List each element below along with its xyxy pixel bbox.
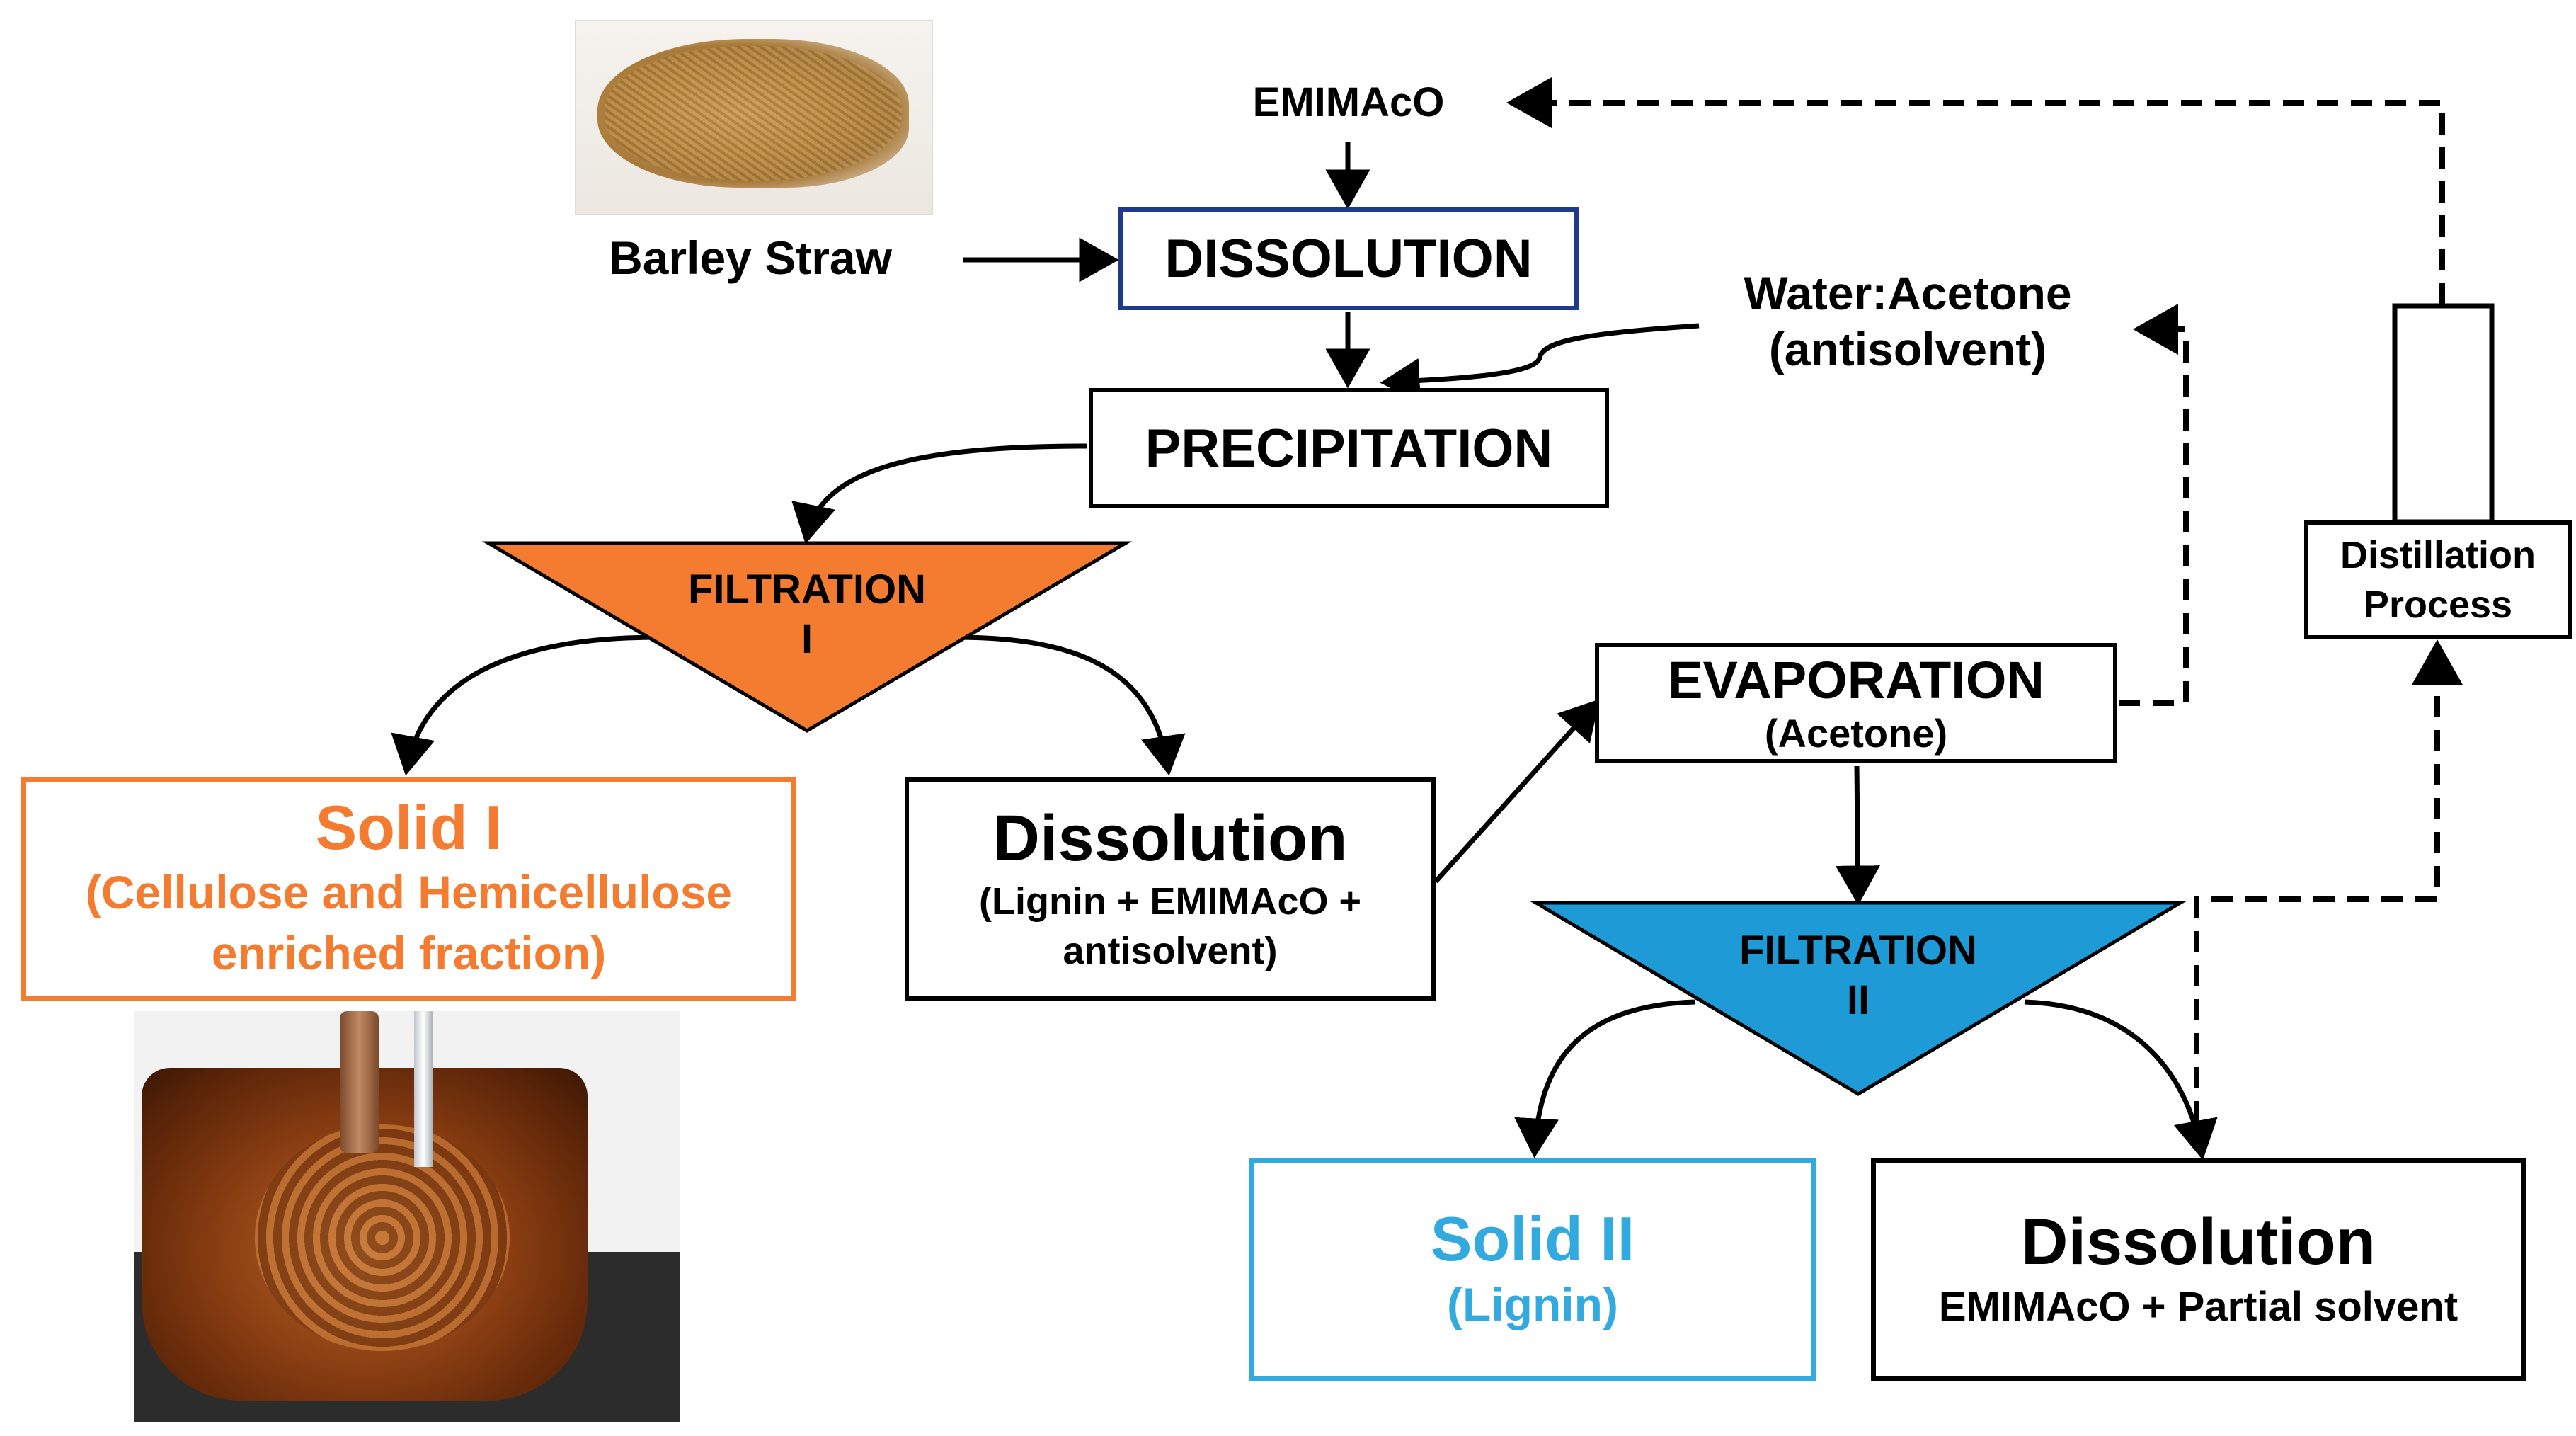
arrow-evaporation-to-filtration2 xyxy=(1836,765,1881,906)
solid-one-title: Solid I xyxy=(315,792,503,863)
evaporation-box: EVAPORATION (Acetone) xyxy=(1595,643,2117,763)
dissolution-partial-solvent-sub: EMIMAcO + Partial solvent xyxy=(1938,1283,2458,1330)
reactor-fibers xyxy=(255,1124,510,1351)
solid-two-box: Solid II (Lignin) xyxy=(1249,1158,1816,1381)
barley-straw-photo xyxy=(575,20,933,215)
recycle-line-acetone xyxy=(2119,304,2189,706)
solid-two-title: Solid II xyxy=(1430,1204,1635,1274)
stirrer-shaft xyxy=(340,1011,379,1153)
filtration-1-triangle xyxy=(481,541,1133,733)
arrow-dissolution-to-evaporation xyxy=(1433,699,1601,884)
solid-one-line2: enriched fraction) xyxy=(211,926,607,979)
distillation-line1: Distillation xyxy=(2340,533,2536,576)
distillation-process-box: Distillation Process xyxy=(2304,520,2572,639)
emimaco-label: EMIMAcO xyxy=(1252,79,1445,125)
filtration-1-line2: I xyxy=(801,615,813,662)
dissolution-liquor-box: Dissolution (Lignin + EMIMAcO + antisolv… xyxy=(905,777,1436,1001)
recycle-line-emimaco xyxy=(1506,77,2445,304)
dissolution-partial-solvent-title: Dissolution xyxy=(2021,1205,2376,1278)
glass-rod xyxy=(414,1011,433,1167)
precipitation-box-label: PRECIPITATION xyxy=(1145,418,1553,479)
distillation-line2: Process xyxy=(2363,583,2513,626)
dissolution-liquor-line2: antisolvent) xyxy=(1063,930,1278,973)
evaporation-sub: (Acetone) xyxy=(1764,711,1948,756)
precipitation-box: PRECIPITATION xyxy=(1089,388,1609,508)
solid-two-sub: (Lignin) xyxy=(1447,1278,1618,1331)
recycle-line-to-distillation xyxy=(2194,639,2463,1122)
evaporation-title: EVAPORATION xyxy=(1668,651,2044,710)
arrow-filtration1-to-dissolution xyxy=(955,634,1186,776)
antisolvent-line2: (antisolvent) xyxy=(1768,323,2047,376)
solid-one-line1: (Cellulose and Hemicellulose xyxy=(85,866,733,919)
filtration-1-label: FILTRATION I xyxy=(637,565,977,663)
arrow-filtration2-to-dissolution2 xyxy=(2024,999,2218,1161)
arrow-filtration1-to-solid1 xyxy=(391,634,659,776)
distillation-column xyxy=(2392,303,2495,525)
dissolution-box-label: DISSOLUTION xyxy=(1164,229,1533,289)
filtration-1-line1: FILTRATION xyxy=(687,566,927,612)
arrow-antisolvent-to-precipitation xyxy=(1380,323,1700,403)
straw-pile-texture xyxy=(605,46,902,181)
barley-straw-label: Barley Straw xyxy=(609,232,892,284)
filtration-2-line2: II xyxy=(1846,976,1870,1023)
antisolvent-line1: Water:Acetone xyxy=(1744,267,2072,319)
filtration-2-triangle xyxy=(1529,901,2187,1096)
filtration-2-line1: FILTRATION xyxy=(1739,928,1978,974)
dissolution-liquor-title: Dissolution xyxy=(992,802,1348,875)
solid-one-reactor-photo xyxy=(134,1011,680,1422)
filtration-2-label: FILTRATION II xyxy=(1688,926,2028,1025)
dissolution-liquor-line1: (Lignin + EMIMAcO + xyxy=(978,880,1362,923)
dissolution-partial-solvent-box: Dissolution EMIMAcO + Partial solvent xyxy=(1871,1158,2526,1381)
antisolvent-label: Water:Acetone (antisolvent) xyxy=(1710,266,2106,377)
arrow-precipitation-to-filtration1 xyxy=(791,443,1087,545)
straw-pile-shape xyxy=(597,39,909,188)
dissolution-box: DISSOLUTION xyxy=(1118,207,1579,310)
arrow-filtration2-to-solid2 xyxy=(1514,999,1696,1158)
solid-one-box: Solid I (Cellulose and Hemicellulose enr… xyxy=(21,777,796,1001)
